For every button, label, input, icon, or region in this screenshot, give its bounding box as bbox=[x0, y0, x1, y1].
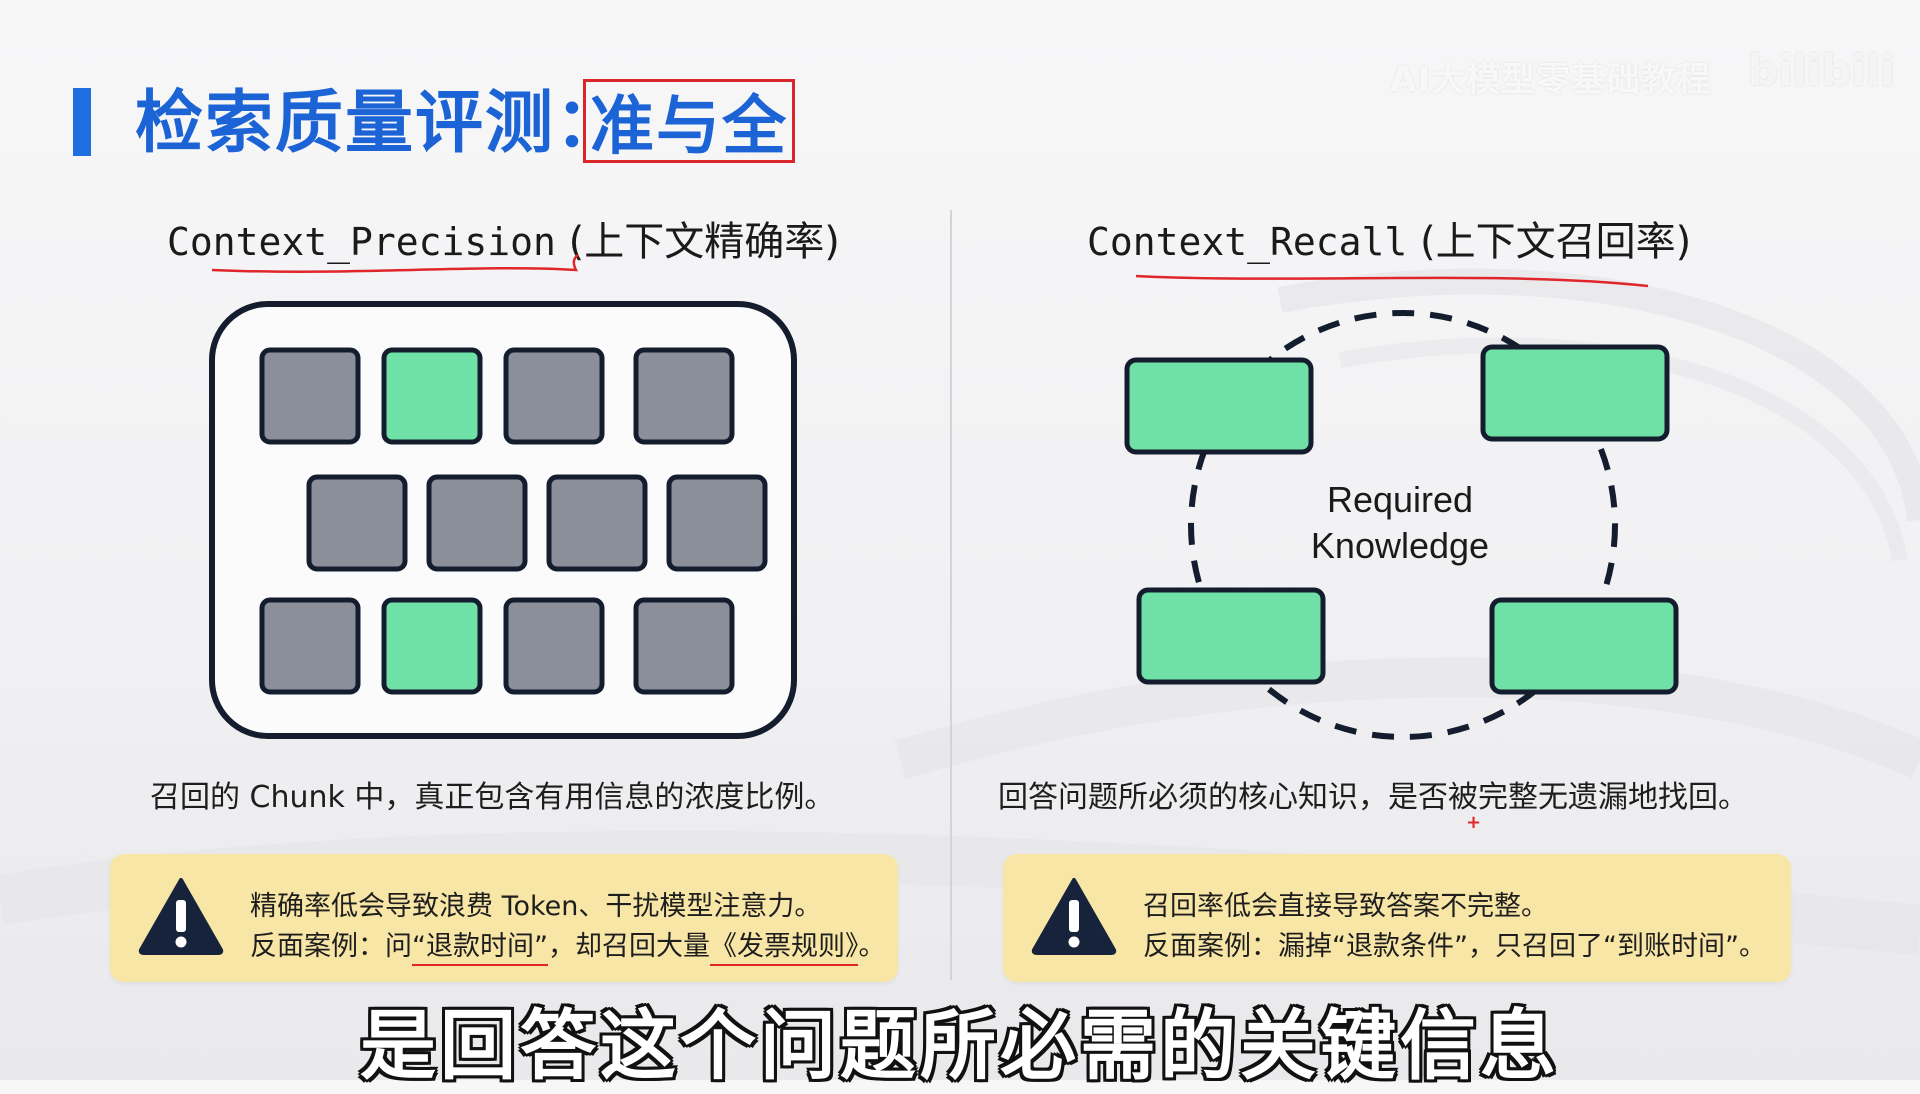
chunk-block bbox=[546, 474, 648, 572]
precision-example-label: 反面案例：问 bbox=[250, 931, 412, 962]
recall-heading-cn: (上下文召回率) bbox=[1407, 219, 1692, 265]
chunk-block bbox=[259, 597, 361, 695]
chunk-block bbox=[633, 597, 735, 695]
column-divider bbox=[950, 210, 952, 980]
precision-warning-line1: 精确率低会导致浪费 Token、干扰模型注意力。 bbox=[250, 891, 822, 922]
knowledge-block bbox=[1124, 357, 1314, 455]
precision-example-question: “退款时间” bbox=[412, 931, 548, 966]
knowledge-blocks bbox=[1124, 344, 1679, 695]
watermark-text: AI大模型零基础教程 bbox=[1390, 60, 1711, 100]
recall-warning-line1: 召回率低会直接导致答案不完整。 bbox=[1143, 891, 1548, 922]
page-title: 检索质量评测： bbox=[135, 84, 626, 163]
chunk-block bbox=[259, 347, 361, 445]
chunk-block bbox=[503, 347, 605, 445]
chunk-block-relevant bbox=[381, 347, 483, 445]
recall-description: 回答问题所必须的核心知识，是否被完整无遗漏地找回。 bbox=[998, 780, 1748, 815]
required-label: Required bbox=[1327, 479, 1473, 520]
chunk-block bbox=[666, 474, 768, 572]
knowledge-label: Knowledge bbox=[1311, 525, 1489, 566]
precision-example-end: 。 bbox=[858, 931, 886, 962]
chunk-block-relevant bbox=[381, 597, 483, 695]
recall-warning-line2: 反面案例：漏掉“退款条件”，只召回了“到账时间”。 bbox=[1143, 931, 1766, 962]
watermark-logo: bilibili bbox=[1748, 46, 1895, 95]
chunk-block bbox=[503, 597, 605, 695]
red-mark: + bbox=[1466, 812, 1482, 833]
precision-example-mid: ，却召回大量 bbox=[547, 931, 710, 962]
precision-description: 召回的 Chunk 中，真正包含有用信息的浓度比例。 bbox=[150, 780, 835, 815]
title-accent-bar bbox=[73, 88, 91, 156]
precision-example-noise: 《发票规则》 bbox=[709, 931, 859, 966]
required-knowledge-circle bbox=[1188, 310, 1618, 740]
precision-warning-box: 精确率低会导致浪费 Token、干扰模型注意力。 反面案例：问“退款时间”，却召… bbox=[110, 854, 898, 982]
precision-heading-cn: (上下文精确率) bbox=[555, 219, 840, 265]
recall-warning-box: 召回率低会直接导致答案不完整。 反面案例：漏掉“退款条件”，只召回了“到账时间”… bbox=[1003, 854, 1791, 982]
knowledge-block bbox=[1489, 597, 1679, 695]
precision-warning-line2: 反面案例：问“退款时间”，却召回大量《发票规则》。 bbox=[250, 924, 886, 966]
chunk-grid bbox=[259, 347, 768, 695]
chunk-block bbox=[426, 474, 528, 572]
knowledge-block bbox=[1480, 344, 1670, 442]
chunk-block bbox=[306, 474, 408, 572]
title-highlight: 准与全 bbox=[583, 79, 795, 164]
knowledge-block bbox=[1136, 587, 1326, 685]
warning-triangle-icon bbox=[138, 878, 224, 955]
warning-triangle-icon bbox=[1031, 878, 1117, 955]
recall-heading-term: Context_Recall bbox=[1087, 220, 1408, 264]
chunk-block bbox=[633, 347, 735, 445]
recall-heading: Context_Recall (上下文召回率) bbox=[1087, 214, 1691, 270]
video-subtitle: 是回答这个问题所必需的关键信息 bbox=[360, 1001, 1560, 1090]
